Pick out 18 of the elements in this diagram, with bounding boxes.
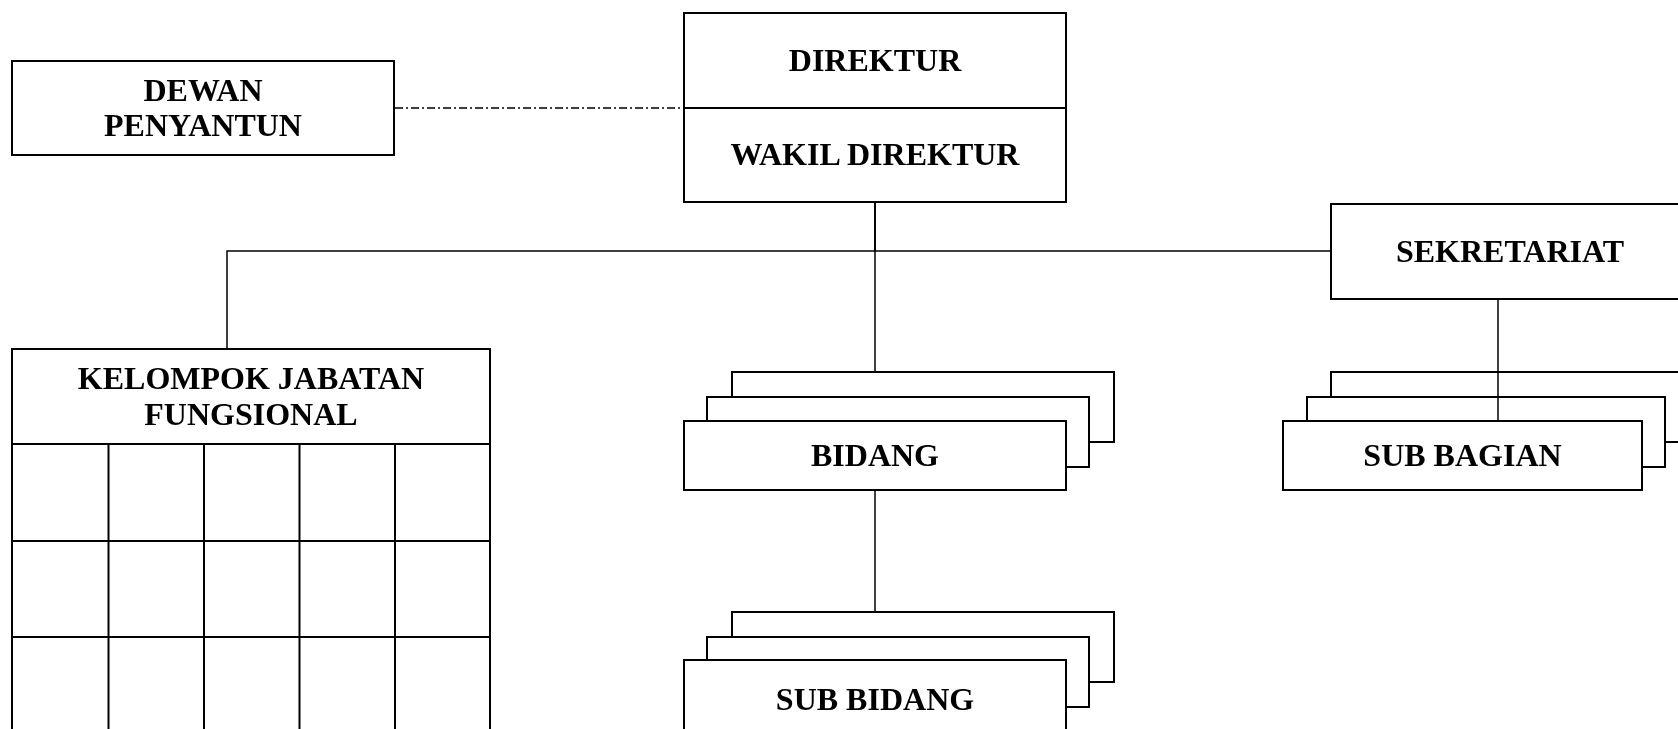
connector-line [1497, 299, 1499, 421]
org-box [1330, 203, 1678, 300]
unit-title: SUB BAGIAN [1363, 437, 1562, 474]
org-box [683, 12, 1067, 203]
stacked-org-box [683, 611, 1115, 729]
position-title: DIREKTUR [788, 42, 962, 78]
stacked-org-box [683, 371, 1115, 491]
position-title: WAKIL DIREKTUR [730, 137, 1020, 173]
unit-title: DEWAN PENYANTUN [103, 72, 303, 144]
connector-line [874, 202, 876, 372]
org-box [11, 60, 395, 156]
unit-title: SUB BIDANG [775, 682, 975, 718]
stacked-org-box [1282, 371, 1678, 491]
connector-line [874, 490, 876, 612]
unit-title: KELOMPOK JABATAN FUNGSIONAL [76, 361, 426, 432]
unit-title: SEKRETARIAT [1395, 233, 1625, 270]
unit-title: BIDANG [811, 437, 939, 474]
org-table-box [11, 348, 491, 729]
